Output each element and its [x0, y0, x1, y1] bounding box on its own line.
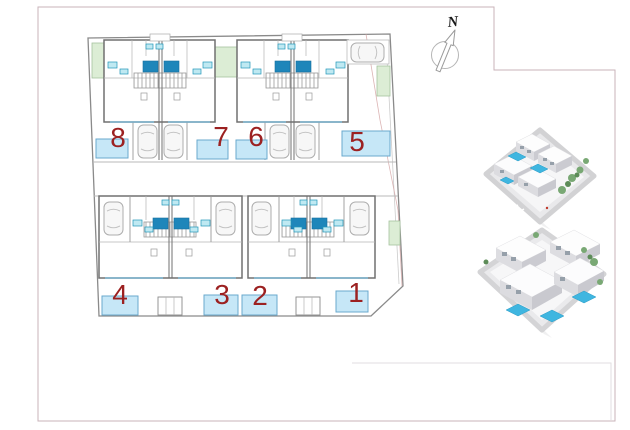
car-icon [103, 201, 124, 236]
pool-8 [95, 138, 129, 159]
car-icon [350, 42, 385, 63]
north-arrow-icon [431, 29, 459, 73]
trees [483, 232, 603, 285]
north-label: N [446, 13, 460, 32]
duplex-block-4-3 [98, 195, 243, 316]
unit-label-2: 2 [252, 280, 268, 311]
duplex-block-8-7 [103, 33, 216, 160]
car-icon [163, 124, 184, 159]
trees [558, 158, 589, 194]
unit-label-1: 1 [348, 277, 364, 308]
sheet-frame [37, 6, 616, 422]
pool-6 [235, 139, 268, 160]
car-icon [215, 201, 236, 236]
car-icon [349, 201, 370, 236]
car-icon [269, 124, 290, 159]
aerial-render-2 [477, 227, 607, 338]
unit-label-5: 5 [349, 126, 365, 157]
pool-5 [341, 130, 391, 157]
pool-2 [241, 294, 278, 316]
pool-3 [203, 294, 239, 316]
car-icon [251, 201, 272, 236]
aerial-render-1 [483, 127, 597, 230]
unit-label-3: 3 [214, 279, 230, 310]
pool-1 [335, 290, 369, 313]
car-icon [137, 124, 158, 159]
duplex-block-2-1 [247, 195, 376, 316]
unit-label-7: 7 [213, 121, 229, 152]
unit-label-6: 6 [248, 121, 264, 152]
car-icon [295, 124, 316, 159]
unit-label-4: 4 [112, 279, 128, 310]
pool-7 [196, 139, 229, 160]
unit-label-8: 8 [110, 122, 126, 153]
pool-4 [101, 295, 139, 316]
duplex-block-6-5 [236, 33, 390, 160]
